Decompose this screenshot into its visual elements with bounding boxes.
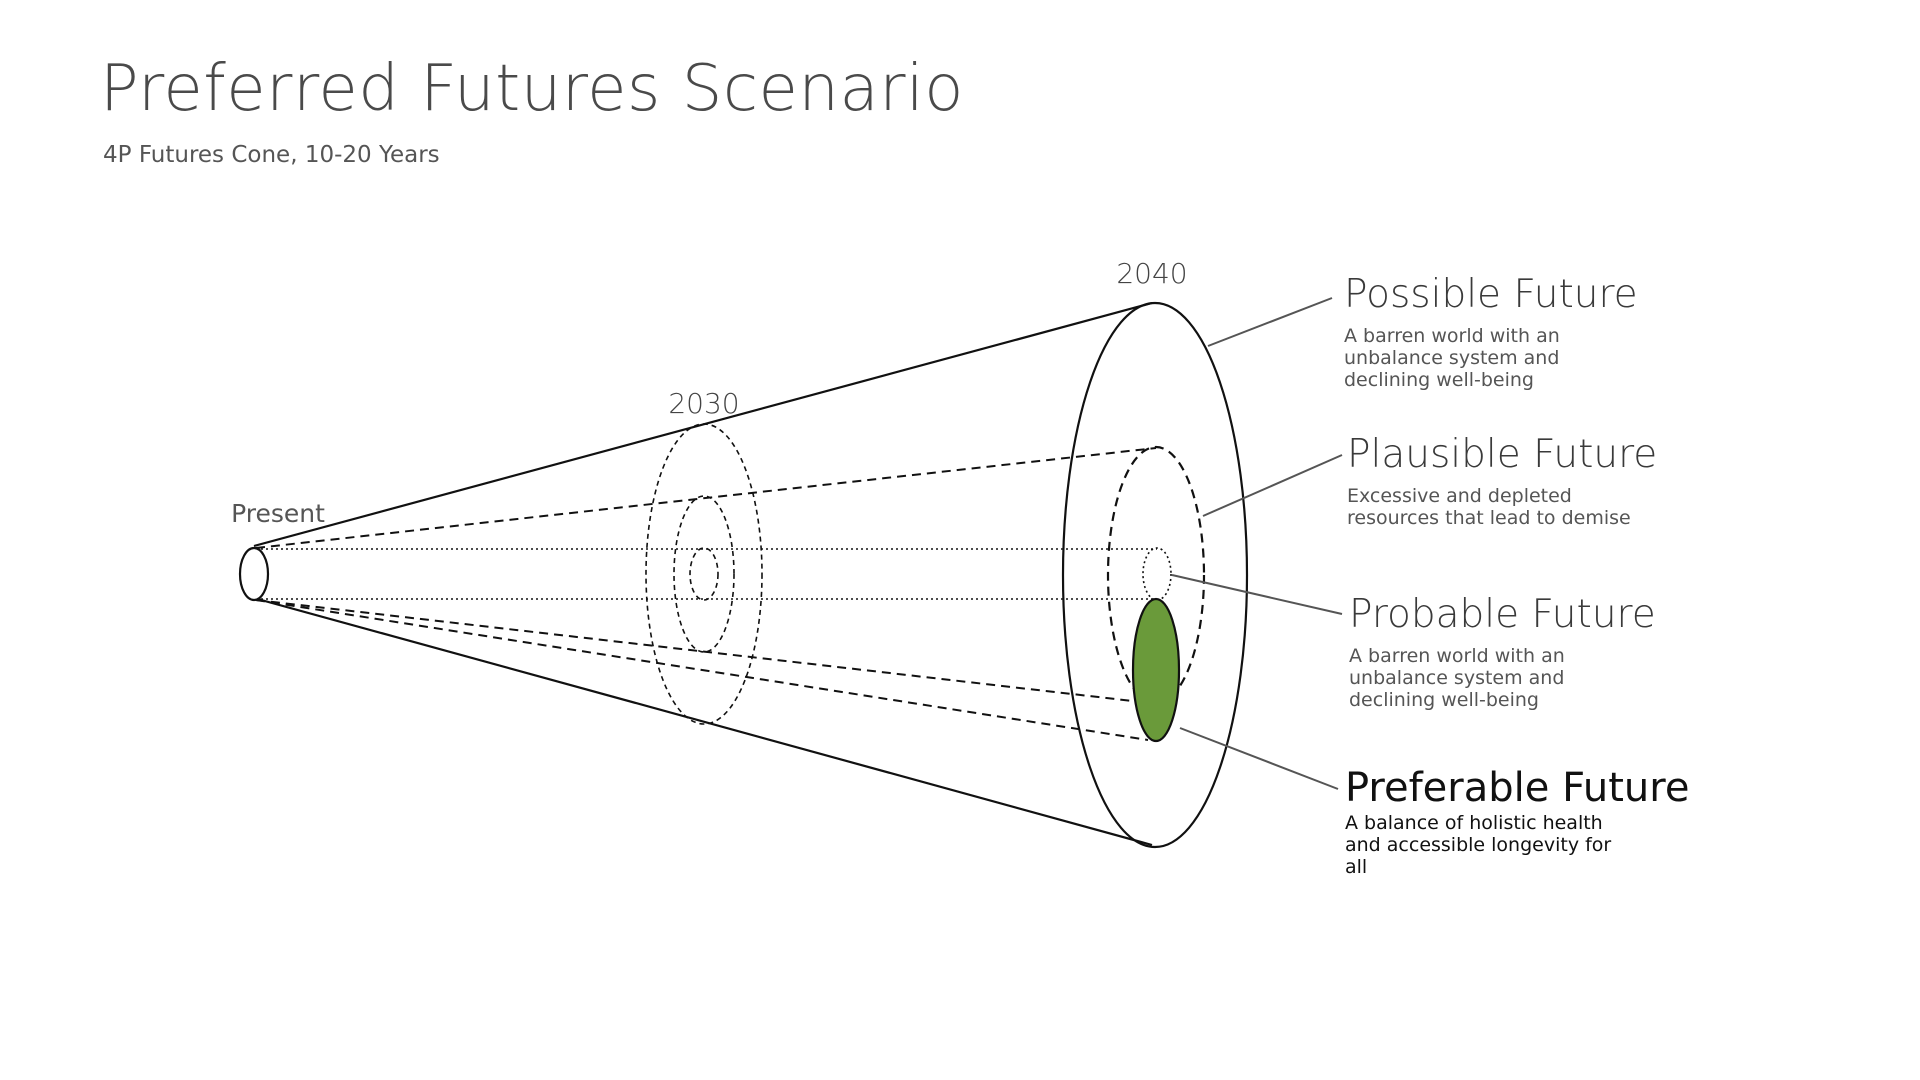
label-2030: 2030 [668,387,739,420]
probable-future-title: Probable Future [1349,592,1656,637]
preferable-upper-edge [255,599,1149,741]
page-title: Preferred Futures Scenario [100,52,964,126]
ring-2030-inner [689,547,719,601]
probable-future-block: Probable Future A barren world with an u… [1349,592,1689,711]
plausible-leader-line [1202,454,1343,517]
page-subtitle: 4P Futures Cone, 10-20 Years [103,142,440,168]
probable-future-ellipse [1142,547,1172,601]
plausible-future-block: Plausible Future Excessive and depleted … [1347,432,1687,529]
preferable-future-ellipse [1131,597,1181,743]
possible-future-block: Possible Future A barren world with an u… [1344,272,1684,391]
plausible-upper-edge [255,447,1157,549]
possible-future-description: A barren world with an unbalance system … [1344,324,1560,391]
plausible-future-description: Excessive and depleted resources that le… [1347,484,1631,529]
preferable-future-block: Preferable Future A balance of holistic … [1345,765,1690,878]
preferable-future-description: A balance of holistic health and accessi… [1345,812,1612,878]
label-2040: 2040 [1116,257,1187,290]
preferable-future-title: Preferable Future [1345,765,1690,811]
plausible-future-ellipse [1106,445,1206,705]
label-present: Present [231,499,325,528]
possible-leader-line [1207,297,1333,347]
present-ellipse [238,546,270,602]
ring-2030-outer [645,423,763,725]
possible-future-ellipse [1061,301,1249,849]
preferable-leader-line [1179,727,1339,790]
probable-leader-line [1171,574,1343,615]
possible-future-title: Possible Future [1344,272,1638,317]
plausible-future-title: Plausible Future [1347,432,1658,477]
ring-2030-middle [673,495,735,653]
probable-future-description: A barren world with an unbalance system … [1349,644,1565,711]
cone-lower-edge [253,596,1153,847]
